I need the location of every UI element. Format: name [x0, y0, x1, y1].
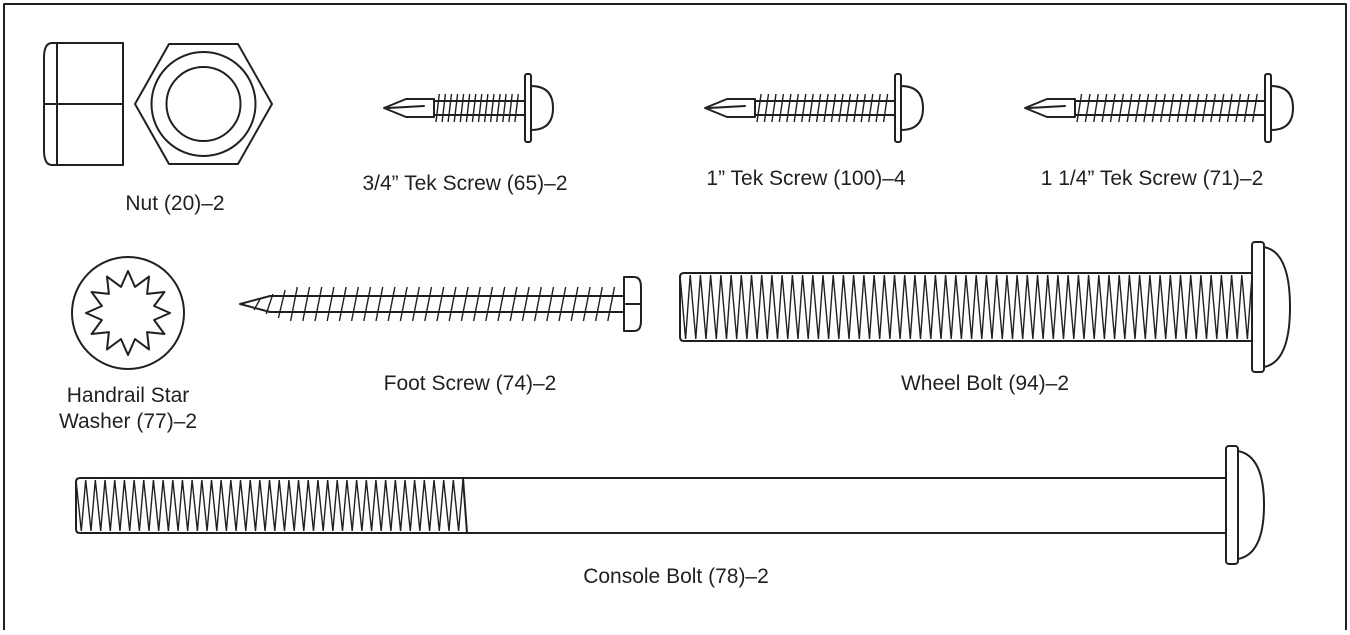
console-bolt-body: [75, 477, 1227, 534]
wheel-bolt-body: [679, 272, 1253, 342]
screw-flange: [894, 73, 902, 143]
foot-screw-shank: [239, 295, 625, 313]
drill-point: [1024, 98, 1076, 118]
console-bolt-threads: [75, 479, 464, 532]
screw-threads: [756, 93, 889, 123]
wheel-bolt-head: [1263, 246, 1291, 368]
wheel-bolt-threads: [679, 274, 1253, 340]
tek-screw-1-icon: [704, 73, 924, 143]
nut-top-icon: [134, 43, 273, 165]
foot-screw-threads: [253, 286, 616, 322]
console-bolt-head: [1237, 450, 1265, 560]
foot-screw-icon: [239, 276, 642, 332]
diagram-frame: [3, 3, 1347, 631]
console-bolt-icon: [75, 445, 1265, 565]
drill-point: [383, 98, 435, 118]
screw-head: [1270, 85, 1294, 131]
wheel-bolt-icon: [679, 241, 1291, 373]
console-bolt-label: Console Bolt (78)–2: [583, 565, 769, 588]
nut-label: Nut (20)–2: [125, 192, 224, 215]
screw-head: [900, 85, 924, 131]
console-bolt-thread-end: [462, 477, 468, 534]
screw-flange: [1264, 73, 1272, 143]
washer-label-line2: Washer (77)–2: [59, 410, 197, 433]
tek-screw-1-label: 1” Tek Screw (100)–4: [706, 167, 906, 190]
screw-head: [530, 85, 554, 131]
screw-threads: [1076, 93, 1258, 123]
wheel-bolt-label: Wheel Bolt (94)–2: [901, 372, 1069, 395]
console-bolt-flange: [1225, 445, 1239, 565]
tek-screw-3-4-icon: [383, 73, 554, 143]
drill-point: [704, 98, 756, 118]
nut-side-icon: [43, 42, 124, 166]
wheel-bolt-flange: [1251, 241, 1265, 373]
foot-screw-label: Foot Screw (74)–2: [384, 372, 557, 395]
tek-screw-3-4-label: 3/4” Tek Screw (65)–2: [362, 172, 567, 195]
washer-label-line1: Handrail Star: [67, 384, 190, 407]
tek-screw-1-1-4-icon: [1024, 73, 1294, 143]
star-washer-icon: [71, 256, 185, 370]
screw-threads: [435, 93, 519, 123]
tek-screw-1-1-4-label: 1 1/4” Tek Screw (71)–2: [1041, 167, 1264, 190]
screw-flange: [524, 73, 532, 143]
